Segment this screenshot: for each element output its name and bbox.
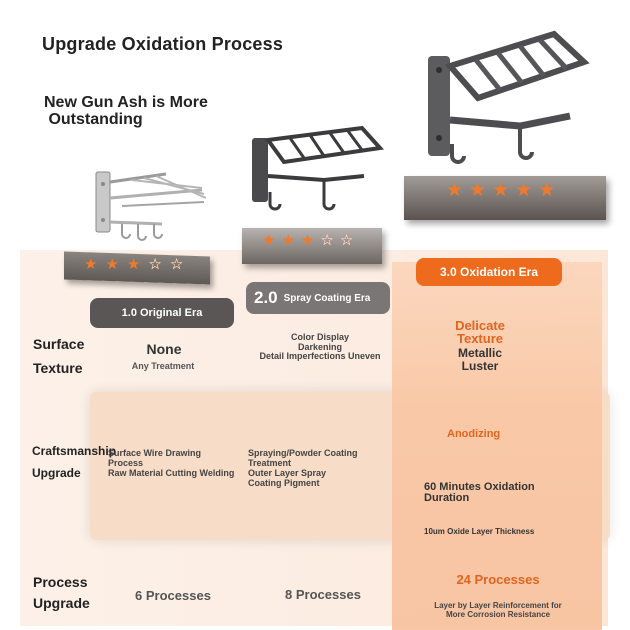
- process-era2-value: 8 Processes: [285, 587, 361, 602]
- craftsmanship-era3-thickness: 10um Oxide Layer Thickness: [424, 527, 535, 536]
- star-rating-3: ★ ★ ★ ★ ★: [446, 181, 555, 200]
- star-icon: ★: [105, 256, 119, 273]
- star-outline-icon: ☆: [148, 256, 162, 273]
- surface-era2-detail: Color Display Darkening Detail Imperfect…: [259, 332, 381, 361]
- rack-2-image: [244, 118, 384, 228]
- star-icon: ★: [281, 232, 295, 249]
- surface-era3-detail: Metallic Luster: [457, 346, 502, 373]
- rating-shelf-2: [242, 228, 382, 264]
- rack-3-image: [420, 26, 590, 174]
- era-3-badge: 3.0 Oxidation Era: [416, 258, 562, 286]
- star-icon: ★: [538, 180, 556, 201]
- process-era3-value: 24 Processes: [456, 572, 540, 587]
- star-icon: ★: [515, 180, 533, 201]
- era3-highlight-column: [392, 262, 602, 630]
- row-label-surface-line2: Texture: [33, 360, 83, 376]
- row-label-craftsmanship-line2: Upgrade: [32, 466, 81, 480]
- surface-era3-title: Delicate Texture: [455, 318, 505, 346]
- row-label-process-line2: Upgrade: [33, 595, 90, 611]
- star-icon: ★: [300, 232, 315, 249]
- row-label-surface-line1: Surface: [33, 336, 85, 352]
- row-label-process-line1: Process: [33, 574, 88, 590]
- era-2-label: Spray Coating Era: [283, 292, 371, 304]
- surface-era1-detail: Any Treatment: [131, 361, 195, 371]
- star-rating-2: ★ ★ ★ ☆ ☆: [262, 233, 353, 248]
- rating-shelf-3: [404, 176, 606, 220]
- star-icon: ★: [126, 256, 141, 273]
- star-icon: ★: [469, 180, 487, 201]
- row-label-surface: Surface Texture: [33, 332, 84, 380]
- star-rating-1: ★ ★ ★ ☆ ☆: [84, 257, 183, 272]
- process-era1-value: 6 Processes: [135, 588, 211, 603]
- star-icon: ★: [446, 180, 464, 201]
- craftsmanship-era3-highlight: Anodizing: [447, 428, 501, 440]
- star-icon: ★: [262, 232, 276, 249]
- star-outline-icon: ☆: [320, 232, 334, 249]
- star-outline-icon: ☆: [169, 256, 184, 273]
- craftsmanship-era1-detail: Surface Wire Drawing Process Raw Materia…: [108, 448, 235, 478]
- craftsmanship-era3-duration: 60 Minutes Oxidation Duration: [424, 481, 535, 504]
- page-subtitle: New Gun Ash is More Outstanding: [44, 94, 208, 128]
- row-label-craftsmanship: Craftsmanship Upgrade: [32, 440, 116, 484]
- craftsmanship-era3-detail: 60 Minutes Oxidation Duration 10um Oxide…: [424, 460, 564, 548]
- surface-era1-title: None: [146, 341, 182, 357]
- star-outline-icon: ☆: [339, 232, 354, 249]
- row-label-process: Process Upgrade: [33, 572, 90, 614]
- process-era3-detail: Layer by Layer Reinforcement for More Co…: [434, 601, 562, 619]
- era-1-badge: 1.0 Original Era: [90, 298, 234, 328]
- craftsmanship-era2-detail: Spraying/Powder Coating Treatment Outer …: [248, 448, 358, 488]
- star-icon: ★: [84, 256, 98, 273]
- page-title: Upgrade Oxidation Process: [42, 34, 284, 54]
- rack-1-image: [92, 168, 212, 254]
- era-2-number: 2.0: [254, 288, 278, 307]
- star-icon: ★: [492, 180, 510, 201]
- era-2-badge: 2.0 Spray Coating Era: [246, 282, 390, 314]
- row-label-craftsmanship-line1: Craftsmanship: [32, 444, 117, 458]
